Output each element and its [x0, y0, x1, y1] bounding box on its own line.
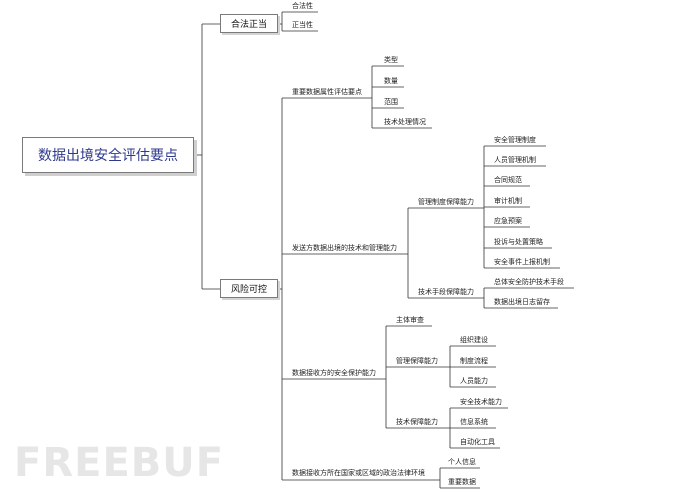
receiver-tech-child-node[interactable]: 安全技术能力 [460, 398, 502, 406]
important-data-child-node[interactable]: 范围 [384, 98, 398, 106]
legal-child-node[interactable]: 正当性 [292, 21, 313, 29]
risk-node[interactable]: 风险可控 [230, 285, 267, 295]
receiver-mgmt-node[interactable]: 管理保障能力 [396, 357, 438, 365]
legal-node-box [220, 14, 278, 33]
sender-mgmt-child-node[interactable]: 安全管理制度 [494, 136, 536, 144]
sender-mgmt-child-node[interactable]: 合同规范 [494, 176, 522, 184]
law-env-child-node[interactable]: 个人信息 [448, 458, 476, 466]
sender-tech-child-node[interactable]: 数据出境日志留存 [494, 298, 550, 306]
important-data-node[interactable]: 重要数据属性评估要点 [292, 88, 362, 96]
root-node-box [22, 137, 194, 173]
sender-mgmt-child-node[interactable]: 人员管理机制 [494, 156, 536, 164]
law-env-child-node[interactable]: 重要数据 [448, 478, 476, 486]
law-env-node[interactable]: 数据接收方所在国家或区域的政治法律环境 [292, 469, 425, 477]
legal-node[interactable]: 合法正当 [230, 20, 267, 30]
important-data-child-node[interactable]: 类型 [384, 56, 398, 64]
important-data-child-node[interactable]: 技术处理情况 [384, 118, 426, 126]
receiver-subject-node[interactable]: 主体审查 [396, 316, 424, 324]
sender-node[interactable]: 发送方数据出境的技术和管理能力 [292, 244, 397, 252]
receiver-mgmt-child-node[interactable]: 制度流程 [460, 357, 488, 365]
sender-mgmt-child-node[interactable]: 应急预案 [494, 217, 522, 225]
sender-tech-node[interactable]: 技术手段保障能力 [418, 288, 474, 296]
sender-tech-child-node[interactable]: 总体安全防护技术手段 [494, 278, 564, 286]
sender-mgmt-node[interactable]: 管理制度保障能力 [418, 198, 474, 206]
risk-node-box [220, 279, 278, 298]
sender-mgmt-child-node[interactable]: 审计机制 [494, 197, 522, 205]
receiver-node[interactable]: 数据接收方的安全保护能力 [292, 369, 376, 377]
important-data-child-node[interactable]: 数量 [384, 77, 398, 85]
receiver-tech-node[interactable]: 技术保障能力 [396, 418, 438, 426]
receiver-mgmt-child-node[interactable]: 组织建设 [460, 336, 488, 344]
legal-child-node[interactable]: 合法性 [292, 2, 313, 10]
receiver-tech-child-node[interactable]: 自动化工具 [460, 438, 495, 446]
sender-mgmt-child-node[interactable]: 投诉与处置策略 [494, 238, 543, 246]
sender-mgmt-child-node[interactable]: 安全事件上报机制 [494, 258, 550, 266]
receiver-tech-child-node[interactable]: 信息系统 [460, 418, 488, 426]
receiver-mgmt-child-node[interactable]: 人员能力 [460, 377, 488, 385]
root-node[interactable]: 数据出境安全评估要点 [38, 148, 178, 164]
freebuf-watermark: FREEBUF [14, 440, 225, 486]
